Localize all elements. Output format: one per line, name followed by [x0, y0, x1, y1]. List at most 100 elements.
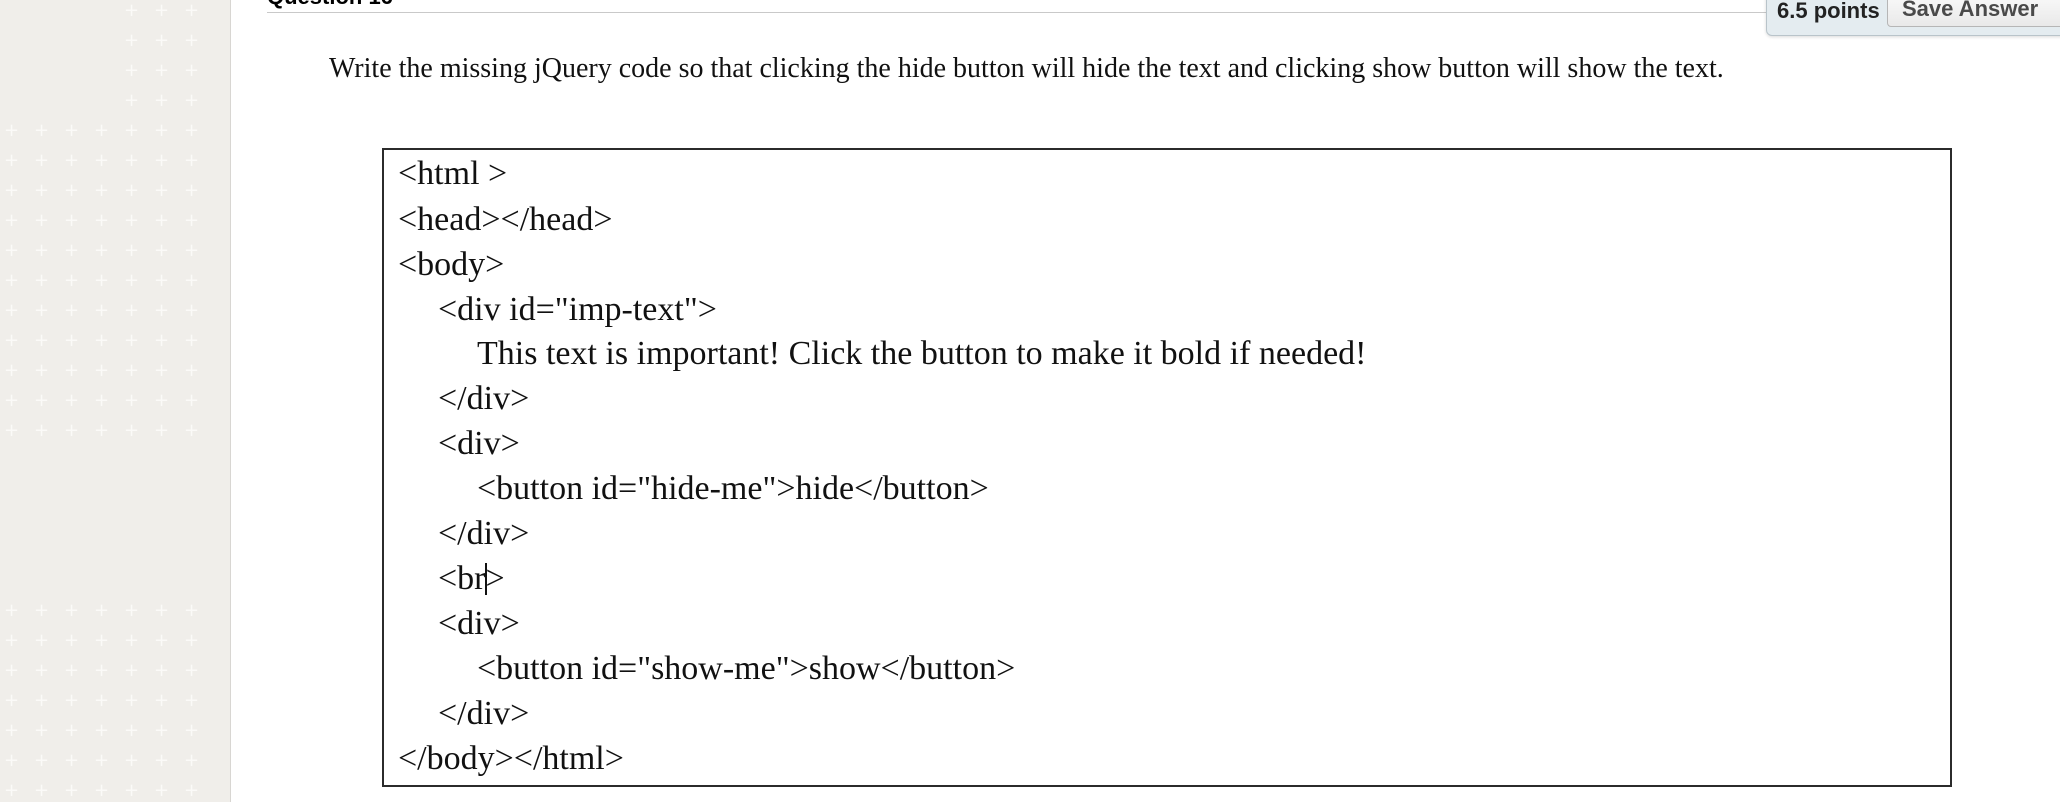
- gutter-pattern-mark: +: [154, 600, 170, 621]
- code-line-div-close-1: </div>: [438, 380, 530, 417]
- gutter-pattern-mark: +: [154, 150, 170, 171]
- gutter-pattern-mark: +: [64, 630, 80, 651]
- code-line-show-button: <button id="show-me">show</button>: [477, 650, 1016, 687]
- code-snippet-box[interactable]: <html > <head></head> <body> <div id="im…: [382, 148, 1952, 787]
- gutter-pattern-mark: +: [154, 90, 170, 111]
- gutter-pattern-mark: +: [124, 300, 140, 321]
- save-answer-button[interactable]: Save Answer: [1887, 0, 2060, 27]
- gutter-pattern-mark: +: [154, 630, 170, 651]
- gutter-pattern-mark: +: [154, 210, 170, 231]
- gutter-pattern-mark: +: [184, 0, 200, 21]
- gutter-pattern-mark: +: [94, 750, 110, 771]
- gutter-pattern-mark: +: [4, 240, 20, 261]
- gutter-pattern-mark: +: [184, 180, 200, 201]
- gutter-pattern-mark: +: [184, 120, 200, 141]
- gutter-pattern-mark: +: [94, 180, 110, 201]
- gutter-pattern-mark: +: [64, 390, 80, 411]
- gutter-pattern-mark: +: [124, 360, 140, 381]
- code-line-div-close-2: </div>: [438, 515, 530, 552]
- code-line-body-html-close: </body></html>: [398, 740, 624, 777]
- gutter-pattern-mark: +: [154, 60, 170, 81]
- gutter-pattern-mark: +: [64, 210, 80, 231]
- gutter-pattern-mark: +: [94, 420, 110, 441]
- gutter-pattern-mark: +: [94, 270, 110, 291]
- text-cursor-icon: [484, 563, 487, 595]
- gutter-pattern-mark: +: [4, 780, 20, 801]
- gutter-pattern-mark: +: [154, 330, 170, 351]
- gutter-pattern-mark: +: [4, 690, 20, 711]
- question-prompt: Write the missing jQuery code so that cl…: [329, 53, 1724, 84]
- gutter-pattern-mark: +: [64, 780, 80, 801]
- gutter-pattern-mark: +: [34, 270, 50, 291]
- gutter-pattern-mark: +: [154, 390, 170, 411]
- gutter-pattern-mark: +: [94, 720, 110, 741]
- code-line-br: <br>: [438, 559, 505, 599]
- gutter-pattern-mark: +: [64, 660, 80, 681]
- gutter-pattern-mark: +: [124, 210, 140, 231]
- gutter-pattern-mark: +: [154, 300, 170, 321]
- gutter-pattern-mark: +: [94, 210, 110, 231]
- gutter-pattern-mark: +: [64, 270, 80, 291]
- gutter-pattern-mark: +: [184, 30, 200, 51]
- gutter-pattern-mark: +: [94, 300, 110, 321]
- gutter-pattern-mark: +: [94, 360, 110, 381]
- gutter-pattern-mark: +: [34, 180, 50, 201]
- gutter-pattern-mark: +: [94, 600, 110, 621]
- gutter-pattern-mark: +: [64, 330, 80, 351]
- gutter-pattern-mark: +: [34, 210, 50, 231]
- gutter-pattern-mark: +: [34, 300, 50, 321]
- gutter-pattern-mark: +: [94, 240, 110, 261]
- gutter-pattern-mark: +: [34, 360, 50, 381]
- gutter-pattern-mark: +: [154, 720, 170, 741]
- gutter-pattern-mark: +: [154, 270, 170, 291]
- gutter-pattern-mark: +: [124, 390, 140, 411]
- gutter-pattern-mark: +: [124, 270, 140, 291]
- gutter-pattern-mark: +: [34, 630, 50, 651]
- gutter-pattern-mark: +: [124, 660, 140, 681]
- gutter-pattern-mark: +: [154, 360, 170, 381]
- gutter-pattern-mark: +: [94, 330, 110, 351]
- gutter-pattern-mark: +: [4, 150, 20, 171]
- gutter-pattern-mark: +: [184, 300, 200, 321]
- gutter-pattern-mark: +: [4, 420, 20, 441]
- gutter-pattern-mark: +: [124, 30, 140, 51]
- gutter-pattern-mark: +: [124, 240, 140, 261]
- gutter-pattern-mark: +: [154, 780, 170, 801]
- gutter-pattern-mark: +: [124, 330, 140, 351]
- gutter-pattern-mark: +: [4, 270, 20, 291]
- gutter-pattern-mark: +: [184, 600, 200, 621]
- gutter-pattern-mark: +: [64, 180, 80, 201]
- gutter-pattern-mark: +: [184, 240, 200, 261]
- gutter-pattern-mark: +: [64, 720, 80, 741]
- gutter-pattern-mark: +: [184, 60, 200, 81]
- gutter-pattern-mark: +: [64, 600, 80, 621]
- code-line-div-open-2: <div>: [438, 425, 520, 462]
- gutter-pattern-mark: +: [94, 690, 110, 711]
- gutter-pattern-mark: +: [154, 0, 170, 21]
- gutter-pattern-mark: +: [154, 660, 170, 681]
- gutter-pattern-mark: +: [34, 150, 50, 171]
- gutter-pattern-mark: +: [4, 210, 20, 231]
- gutter-pattern-mark: +: [4, 120, 20, 141]
- points-box: 6.5 points Save Answer: [1766, 0, 2060, 36]
- gutter-pattern-mark: +: [154, 420, 170, 441]
- gutter-pattern-mark: +: [154, 30, 170, 51]
- gutter-pattern-mark: +: [4, 750, 20, 771]
- gutter-pattern-mark: +: [184, 210, 200, 231]
- gutter-pattern-mark: +: [64, 240, 80, 261]
- gutter-pattern-mark: +: [4, 660, 20, 681]
- question-header: Question 16: [267, 0, 2060, 13]
- gutter-pattern-mark: +: [124, 780, 140, 801]
- gutter-pattern-mark: +: [94, 660, 110, 681]
- points-label: 6.5 points: [1777, 0, 1880, 23]
- gutter-pattern-mark: +: [154, 690, 170, 711]
- gutter-pattern-mark: +: [184, 720, 200, 741]
- gutter-pattern-mark: +: [124, 150, 140, 171]
- gutter-pattern-mark: +: [94, 780, 110, 801]
- gutter-pattern-mark: +: [184, 630, 200, 651]
- gutter-pattern-mark: +: [64, 120, 80, 141]
- gutter-pattern-mark: +: [4, 300, 20, 321]
- gutter-pattern-mark: +: [184, 660, 200, 681]
- gutter-pattern-mark: +: [64, 420, 80, 441]
- left-gutter: + + + + + + + + + + + + + + + + + + + + + + + + + + + + + + + + + + + + + + + +…: [0, 0, 231, 802]
